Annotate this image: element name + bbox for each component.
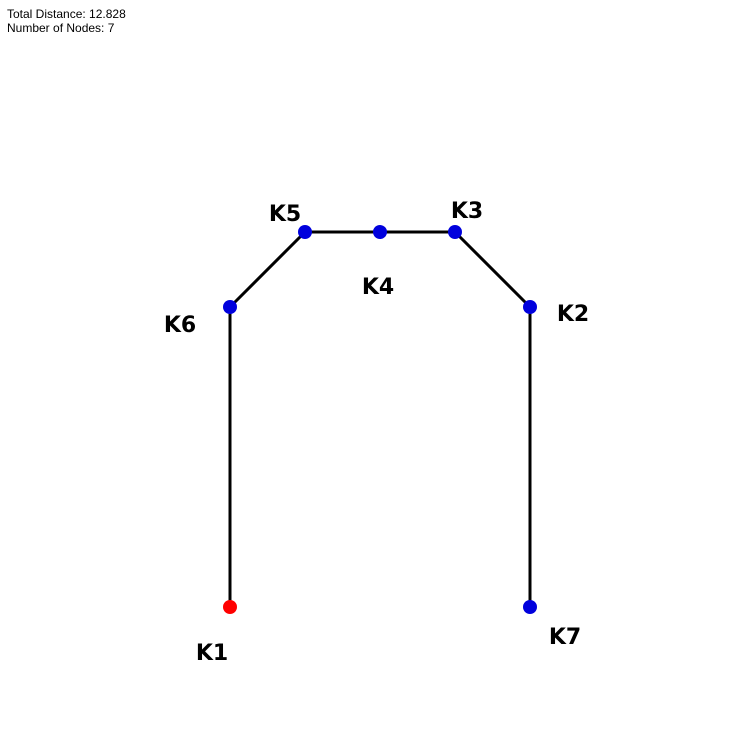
- node-k6: [223, 300, 237, 314]
- node-k2: [523, 300, 537, 314]
- node-label-k4: K4: [362, 275, 394, 300]
- node-label-k2: K2: [557, 302, 589, 327]
- node-k1-start: [223, 600, 237, 614]
- node-label-k6: K6: [164, 313, 196, 338]
- node-k3: [448, 225, 462, 239]
- edges-layer: [228, 230, 532, 607]
- edge-k6-k5: [228, 230, 307, 309]
- node-label-k1: K1: [196, 641, 228, 666]
- node-label-k5: K5: [269, 202, 301, 227]
- node-k4: [373, 225, 387, 239]
- edge-k3-k2: [453, 230, 532, 309]
- node-k5: [298, 225, 312, 239]
- node-k7: [523, 600, 537, 614]
- node-label-k3: K3: [451, 199, 483, 224]
- node-count-text: Number of Nodes: 7: [7, 21, 115, 35]
- node-label-k7: K7: [549, 625, 581, 650]
- nodes-layer: [223, 225, 537, 614]
- stats-panel: Total Distance: 12.828 Number of Nodes: …: [7, 7, 126, 35]
- total-distance-text: Total Distance: 12.828: [7, 7, 126, 21]
